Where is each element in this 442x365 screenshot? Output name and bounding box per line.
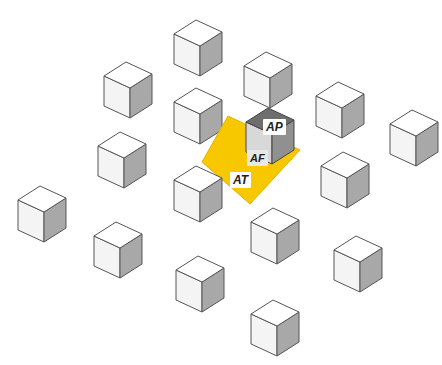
cube-face — [251, 300, 299, 326]
cube-face — [98, 132, 146, 158]
cube-face — [176, 256, 224, 282]
cube-face — [18, 186, 66, 212]
cube-face — [174, 20, 222, 46]
cube-face — [244, 52, 292, 78]
area-label: AP — [263, 119, 286, 135]
cube-face — [334, 236, 382, 262]
cube-face — [94, 222, 142, 248]
cube-face — [246, 108, 294, 134]
cube-face — [321, 152, 369, 178]
area-label: AF — [247, 150, 268, 166]
cube-face — [390, 110, 438, 136]
cube-face — [174, 166, 222, 192]
cube-face — [104, 62, 152, 88]
area-label: AT — [230, 172, 251, 188]
cube-face — [316, 82, 364, 108]
cube-face — [251, 208, 299, 234]
cube-face — [174, 88, 222, 114]
